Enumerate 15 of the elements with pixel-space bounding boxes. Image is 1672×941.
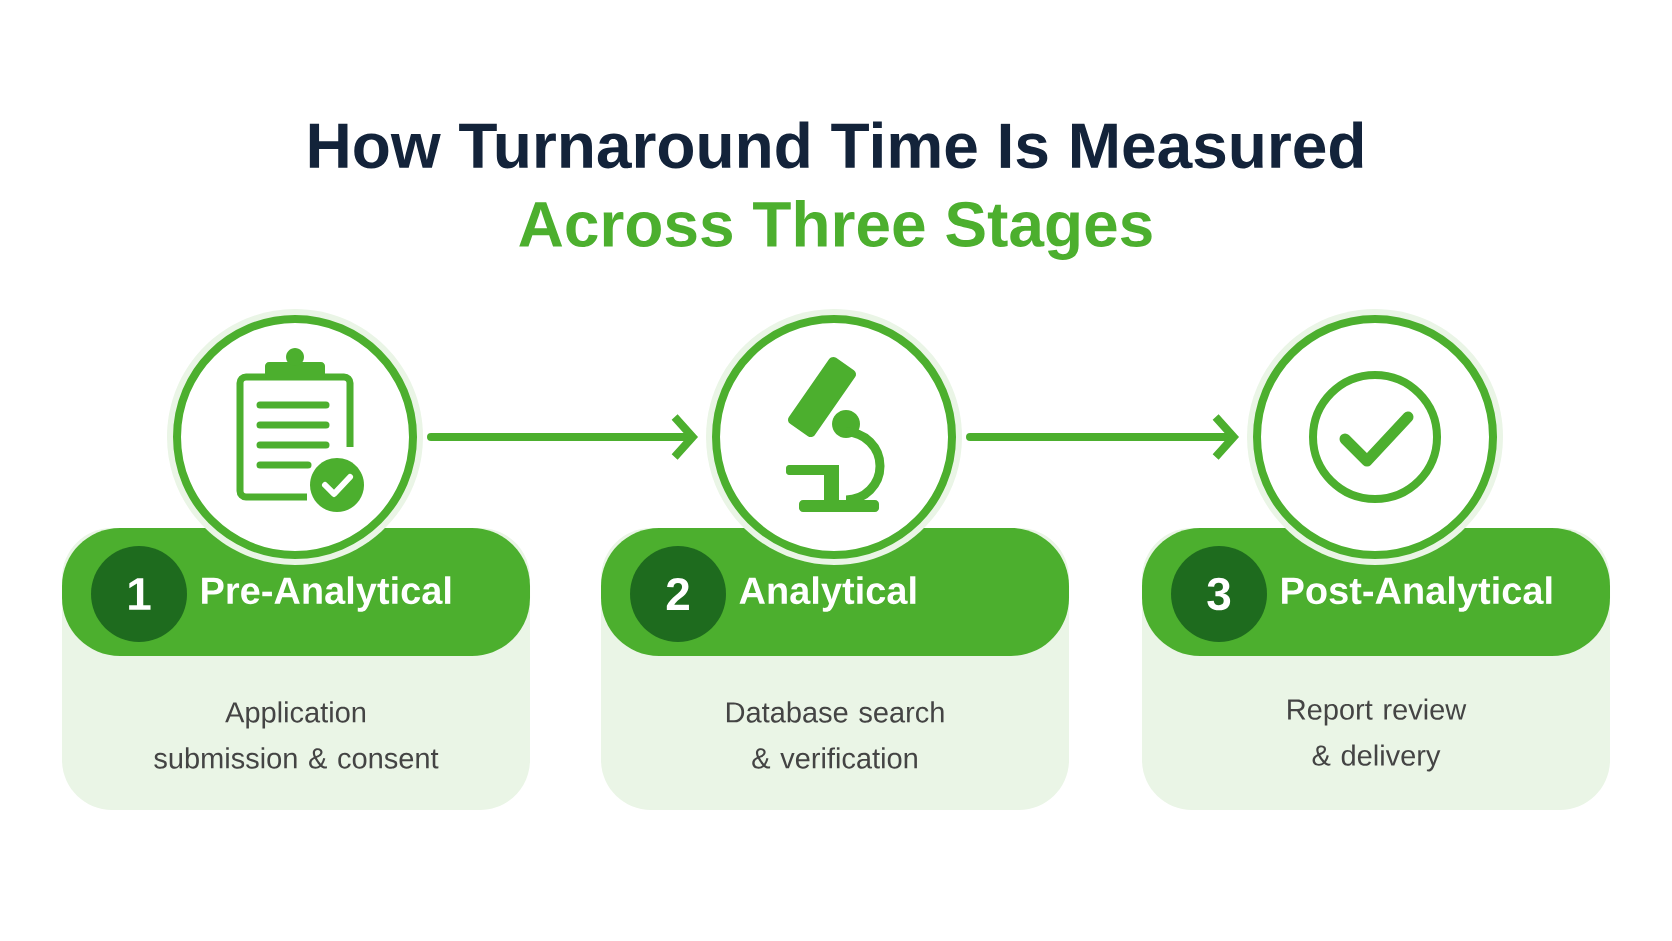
stage-name: Analytical	[739, 576, 916, 612]
icon-circle	[1253, 315, 1497, 559]
stage-description: Report review & delivery	[1288, 698, 1467, 772]
arrow	[427, 414, 698, 460]
number-badge: 3	[1171, 546, 1267, 642]
number-badge: 2	[630, 546, 726, 642]
subtitle: Across Three Stages	[519, 200, 1152, 260]
stage-description: Database search & verification	[726, 701, 944, 769]
icon-circle	[173, 315, 417, 559]
arrow	[966, 414, 1239, 460]
stage-name: Post-Analytical	[1282, 576, 1552, 612]
stage-name: Pre-Analytical	[202, 576, 451, 612]
title: How Turnaround Time Is Measured	[309, 121, 1363, 169]
stage-description: Application submission & consent	[154, 701, 439, 769]
number-badge: 1	[91, 546, 187, 642]
